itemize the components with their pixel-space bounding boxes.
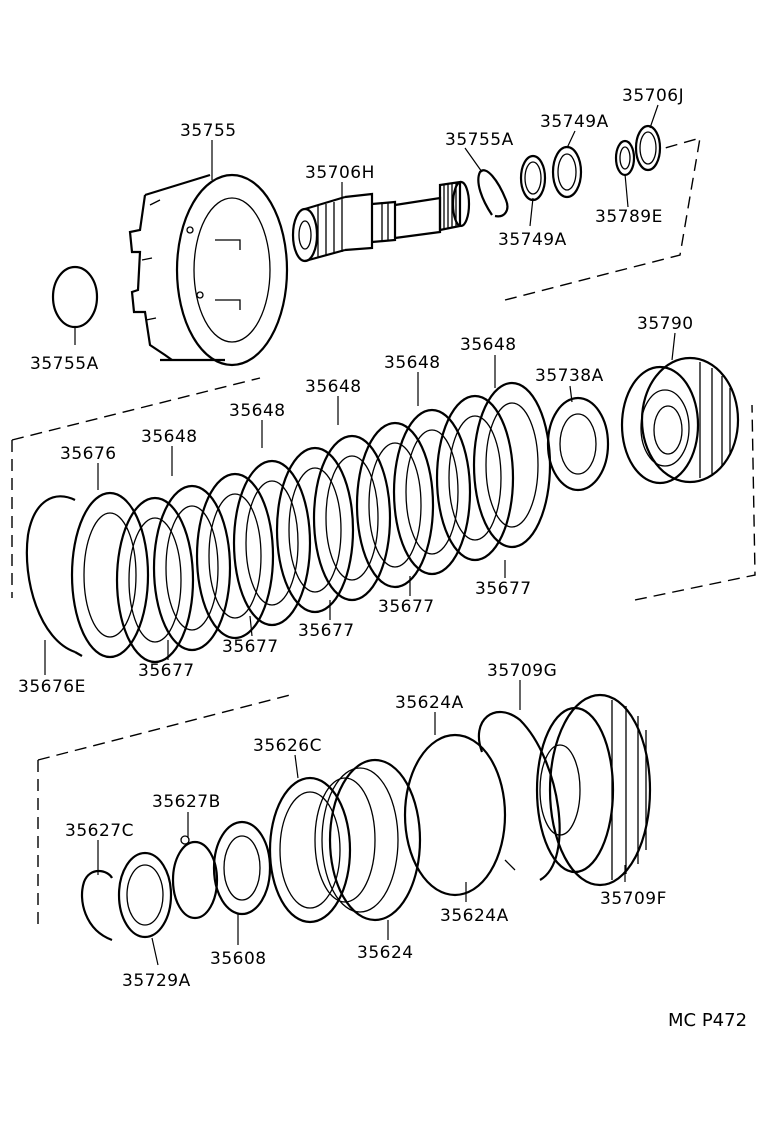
label-35749A-bottom: 35749A (498, 230, 567, 250)
part-35789E-35706J-bearing (614, 124, 662, 177)
part-35755A-snap-ring-top (477, 169, 509, 218)
label-35706H: 35706H (305, 163, 375, 183)
part-35755A-snap-ring-left (51, 265, 99, 329)
part-35729A-ring (117, 851, 173, 939)
part-35709F-drum (535, 693, 652, 887)
label-35677-5: 35677 (475, 579, 532, 599)
label-35627B: 35627B (152, 792, 221, 812)
label-35677-3: 35677 (298, 621, 355, 641)
label-35624A-bottom: 35624A (440, 906, 509, 926)
part-35749A-rings (519, 145, 583, 202)
label-35709F: 35709F (600, 889, 667, 909)
label-35677-4: 35677 (378, 597, 435, 617)
part-35706H-shaft (291, 180, 471, 263)
part-35627C-snap-ring (80, 869, 113, 942)
leader-lines (44, 104, 676, 966)
part-35608-spring-set (212, 820, 272, 916)
label-35755A-top: 35755A (445, 130, 514, 150)
part-clutch-pack (70, 381, 552, 664)
label-35648-5: 35648 (141, 427, 198, 447)
label-35624A-top: 35624A (395, 693, 464, 713)
part-35790-hub (620, 356, 740, 485)
label-35677-1: 35677 (138, 661, 195, 681)
part-35738A-plate (546, 396, 610, 492)
group-boundaries (11, 137, 756, 925)
label-35706J: 35706J (622, 86, 684, 106)
part-35709G-snap-ring (477, 710, 561, 881)
label-35676: 35676 (60, 444, 117, 464)
part-35624-piston (314, 758, 422, 922)
label-35738A: 35738A (535, 366, 604, 386)
part-35676E-snap-ring (25, 495, 83, 657)
label-35709G: 35709G (487, 661, 557, 681)
label-35648-4: 35648 (229, 401, 286, 421)
part-35755-drum (128, 173, 289, 367)
label-35790: 35790 (637, 314, 694, 334)
label-35608: 35608 (210, 949, 267, 969)
reference-code: MC P472 (668, 1010, 747, 1031)
label-35729A: 35729A (122, 971, 191, 991)
label-35755: 35755 (180, 121, 237, 141)
label-35677-2: 35677 (222, 637, 279, 657)
part-35627B-ring (171, 835, 219, 920)
part-35624A-rings (403, 733, 516, 897)
label-35627C: 35627C (65, 821, 134, 841)
label-35789E: 35789E (595, 207, 663, 227)
label-35648-3: 35648 (305, 377, 362, 397)
label-35648-1: 35648 (460, 335, 517, 355)
label-35626C: 35626C (253, 736, 322, 756)
label-35749A-top: 35749A (540, 112, 609, 132)
label-35676E: 35676E (18, 677, 86, 697)
part-labels: 35755 35706H 35755A 35749A 35706J 35749A… (18, 86, 747, 1031)
part-35626C-retainer (268, 776, 352, 924)
label-35755A-left: 35755A (30, 354, 99, 374)
label-35624: 35624 (357, 943, 414, 963)
label-35648-2: 35648 (384, 353, 441, 373)
